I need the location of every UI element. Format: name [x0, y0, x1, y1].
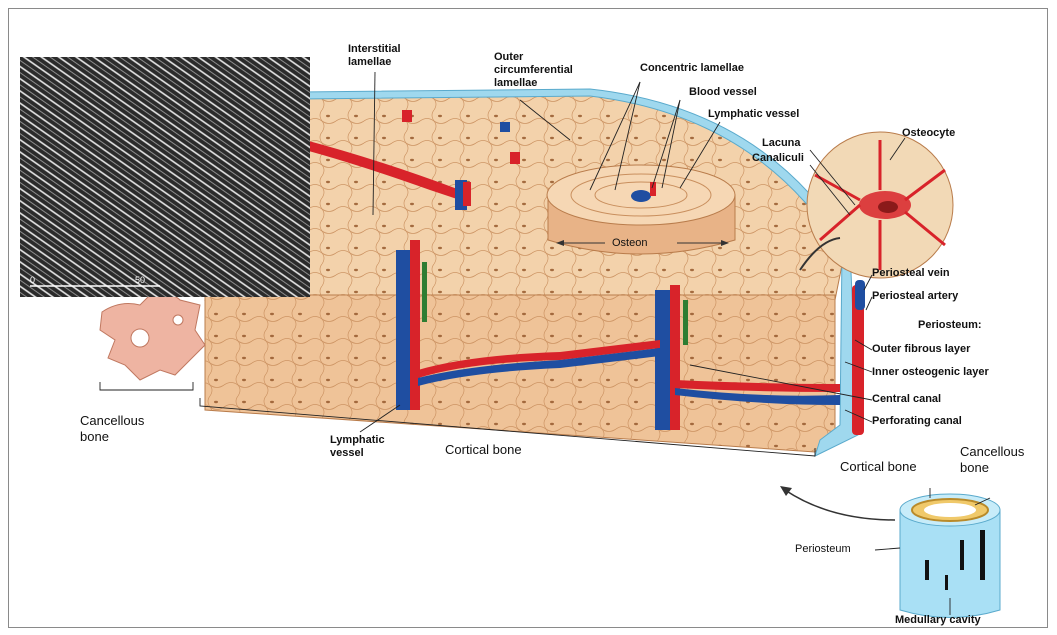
- label-periosteal-vein: Periosteal vein: [872, 267, 950, 280]
- label-perforating-canal: Perforating canal: [872, 415, 962, 428]
- label-concentric-lamellae: Concentric lamellae: [640, 62, 744, 75]
- label-periosteal-artery: Periosteal artery: [872, 290, 958, 303]
- label-outer-fibrous-layer: Outer fibrous layer: [872, 343, 970, 356]
- label-medullary-cavity: Medullary cavity: [895, 614, 981, 627]
- micrograph-scale-start: 0: [30, 275, 35, 285]
- label-lymphatic-vessel-top: Lymphatic vessel: [708, 108, 799, 121]
- cancellous-bone-piece: [100, 293, 205, 380]
- label-osteocyte: Osteocyte: [902, 127, 955, 140]
- label-lacuna: Lacuna: [762, 137, 801, 150]
- label-canaliculi: Canaliculi: [752, 152, 804, 165]
- label-blood-vessel: Blood vessel: [689, 86, 757, 99]
- label-cortical-bone: Cortical bone: [445, 442, 522, 458]
- label-inner-osteogenic-layer: Inner osteogenic layer: [872, 366, 989, 379]
- label-cancellous-bone: Cancellous bone: [80, 413, 170, 445]
- label-inset-cortical-bone: Cortical bone: [840, 459, 917, 475]
- micrograph: [20, 57, 310, 297]
- label-inset-cancellous-bone: Cancellous bone: [960, 444, 1040, 476]
- periosteal-vessels: [852, 280, 865, 435]
- label-osteon: Osteon: [612, 237, 647, 250]
- micrograph-scale-end: 50: [135, 275, 145, 285]
- osteocyte-magnified: [807, 132, 953, 278]
- label-inset-periosteum: Periosteum: [795, 543, 851, 556]
- label-central-canal: Central canal: [872, 393, 941, 406]
- inset-arrow: [785, 490, 895, 520]
- label-outer-circumferential-lamellae: Outer circumferential lamellae: [494, 51, 604, 90]
- label-lymphatic-vessel-bottom: Lymphatic vessel: [330, 434, 390, 460]
- label-interstitial-lamellae: Interstitial lamellae: [348, 43, 428, 69]
- label-periosteum-heading: Periosteum:: [918, 319, 982, 332]
